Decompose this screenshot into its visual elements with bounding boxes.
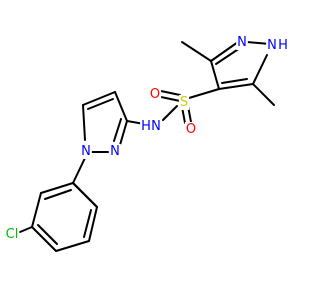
bond-c4-c5 xyxy=(218,83,254,90)
bond-ar-c2-c3 xyxy=(55,240,90,252)
bond-n2-c3 xyxy=(210,41,239,62)
atom-label-background xyxy=(266,38,278,53)
bond-c3-c4 xyxy=(210,60,220,90)
bond-c5-n1-ring2 xyxy=(82,104,86,141)
atom-nh-amide: N xyxy=(151,119,161,134)
bond-n2-c3-ring2 xyxy=(119,120,128,146)
atom-h-ring1: H xyxy=(278,38,288,53)
bond-c4-s xyxy=(188,88,220,99)
bond-ar-c1-c2 xyxy=(88,206,98,242)
atom-n-ring1: N xyxy=(237,35,247,50)
atom-label-background xyxy=(4,227,20,242)
atom-label-background xyxy=(140,119,152,134)
atom-label-background xyxy=(109,144,121,159)
bond-n2-c3-ring2-double xyxy=(113,118,122,142)
atom-oxygen-left: O xyxy=(150,87,160,102)
bond-ar-c3-c4 xyxy=(31,226,57,252)
atom-label-background xyxy=(277,38,289,53)
atom-label-background xyxy=(148,87,162,102)
bond-c4-c5-ring2-double xyxy=(87,98,114,110)
molecule-structure: N N H S O O N H N N Cl xyxy=(4,35,289,252)
atom-label-background xyxy=(236,35,248,50)
bond-s-o-left-double xyxy=(160,96,181,102)
atom-label-background xyxy=(178,95,190,110)
bond-ar-double-2 xyxy=(37,224,58,245)
bond-c4-c5-ring2 xyxy=(82,91,116,106)
bond-ar-c4-c5 xyxy=(31,192,42,228)
bond-n2-c3-double xyxy=(215,47,241,65)
atom-sulfur: S xyxy=(180,95,188,110)
bond-ar-c6-c1 xyxy=(72,182,98,208)
atom-oxygen-bottom: O xyxy=(186,122,196,137)
atom-label-background xyxy=(184,122,198,137)
atom-n2-ring2: N xyxy=(110,144,120,159)
bond-ar-double-3 xyxy=(44,189,72,200)
bond-layer xyxy=(19,41,275,252)
atom-h-amide: H xyxy=(141,119,151,134)
bond-c4-c5-double xyxy=(221,78,248,84)
atom-n-ring1-h: N xyxy=(267,38,277,53)
bond-c3-c4-ring2 xyxy=(114,91,128,122)
bond-s-o-left xyxy=(160,90,181,96)
bond-c5-methyl xyxy=(252,83,275,106)
bond-n1-ch2 xyxy=(72,157,86,184)
bond-ar-double-1 xyxy=(83,209,92,238)
bond-n1-c5 xyxy=(252,54,268,85)
bond-s-n xyxy=(162,105,178,121)
bond-ar-cl xyxy=(19,226,33,233)
atom-label-background xyxy=(150,119,162,134)
atom-label-background xyxy=(80,144,92,159)
bond-ar-c5-c6 xyxy=(40,182,74,194)
atom-chlorine: Cl xyxy=(6,227,19,242)
atom-label-layer: N N H S O O N H N N Cl xyxy=(4,35,289,242)
atom-n1-ring2: N xyxy=(81,144,91,159)
bond-c3-methyl xyxy=(181,41,212,62)
